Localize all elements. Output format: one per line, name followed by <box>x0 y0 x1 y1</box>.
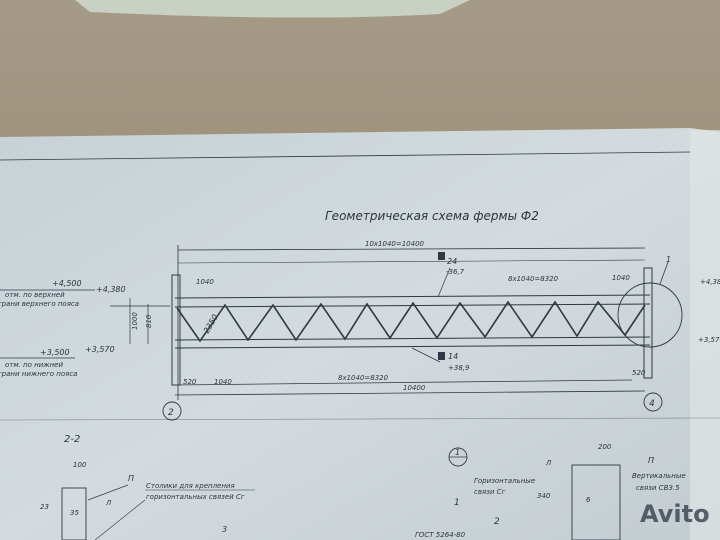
dim-340: 340 <box>537 492 551 500</box>
elev-bottom-axis: +3,570 <box>85 345 115 354</box>
dim-35: 35 <box>70 509 79 517</box>
mark-l: Л <box>105 499 112 507</box>
dim-bottom-middle: 8x1040=8320 <box>338 374 389 382</box>
dim-left-panel: 1040 <box>196 278 214 286</box>
elev-right-bottom: +3,570 <box>698 336 720 344</box>
mark-6: 6 <box>586 496 591 504</box>
dim-200: 200 <box>598 443 612 451</box>
dim-23: 23 <box>40 503 49 511</box>
note-1: Столики для крепления <box>146 482 235 490</box>
elev-bottom-label-2: грани нижнего пояса <box>0 370 77 378</box>
mark-p: П <box>648 456 654 465</box>
detail-number: 1 <box>666 255 671 264</box>
detail-marker: 1 <box>455 448 460 457</box>
bottom-chord-profile: 14 <box>448 352 458 361</box>
dim-bottom-panel: 1040 <box>214 378 232 386</box>
truss-scheme: Геометрическая схема фермы Ф2 1 10x1040=… <box>0 209 720 421</box>
section-2-2: 2-2 100 П Столики для крепления горизонт… <box>40 434 255 540</box>
bottom-chord-force: +38,9 <box>448 364 470 372</box>
mark-l: Л <box>545 459 552 467</box>
horizontal-ties-2: связи Сг <box>474 488 506 496</box>
axis-4-marker: 4 <box>649 399 655 409</box>
top-chord-force: -36,7 <box>446 268 465 276</box>
dim-bottom-right: 520 <box>632 369 646 377</box>
note-2: горизонтальных связей Сг <box>146 493 245 501</box>
cut-2: 2 <box>494 517 500 527</box>
detail-1-callout <box>617 282 683 348</box>
avito-watermark: Avito <box>640 500 710 528</box>
axis-2-marker: 2 <box>168 408 174 418</box>
dim-bottom-left: 520 <box>183 378 197 386</box>
truss-web <box>176 300 646 343</box>
elev-top-axis: +4,380 <box>96 285 126 294</box>
dim-bottom-overall: 10400 <box>403 384 426 392</box>
dim-100: 100 <box>73 461 87 469</box>
elev-top-label-1: отм. по верхней <box>5 291 65 299</box>
top-chord-profile: 24 <box>447 257 457 266</box>
section-title: 2-2 <box>64 434 80 445</box>
dim-height-inner: 810 <box>145 314 153 328</box>
cut-1: 1 <box>454 498 460 508</box>
calculator <box>75 0 470 18</box>
dim-right-panel: 1040 <box>612 274 630 282</box>
vertical-ties-1: Вертикальные <box>632 472 686 480</box>
dim-overall-top: 10x1040=10400 <box>365 240 425 248</box>
elev-right-top: +4,380 <box>700 278 720 286</box>
detail-1: 1 200 П Л Горизонтальные связи Сг Вертик… <box>415 443 686 540</box>
horizontal-ties-1: Горизонтальные <box>474 477 535 485</box>
elev-bottom-label-1: отм. по нижней <box>5 361 63 369</box>
cut-3: 3 <box>222 525 227 534</box>
gost-note: ГОСТ 5264-80 <box>415 531 466 539</box>
dim-height-outer: 1000 <box>131 312 139 330</box>
elev-top-face: +4,500 <box>52 279 82 288</box>
dim-middle-top: 8x1040=8320 <box>508 275 559 283</box>
elev-top-label-2: грани верхнего пояса <box>0 300 79 308</box>
elev-bottom-face: +3,500 <box>40 348 70 357</box>
drawing-title: Геометрическая схема фермы Ф2 <box>325 209 539 223</box>
mark-p: П <box>128 474 134 483</box>
paper-sheet <box>0 128 720 540</box>
vertical-ties-2: связи СВЗ.5 <box>636 484 680 492</box>
